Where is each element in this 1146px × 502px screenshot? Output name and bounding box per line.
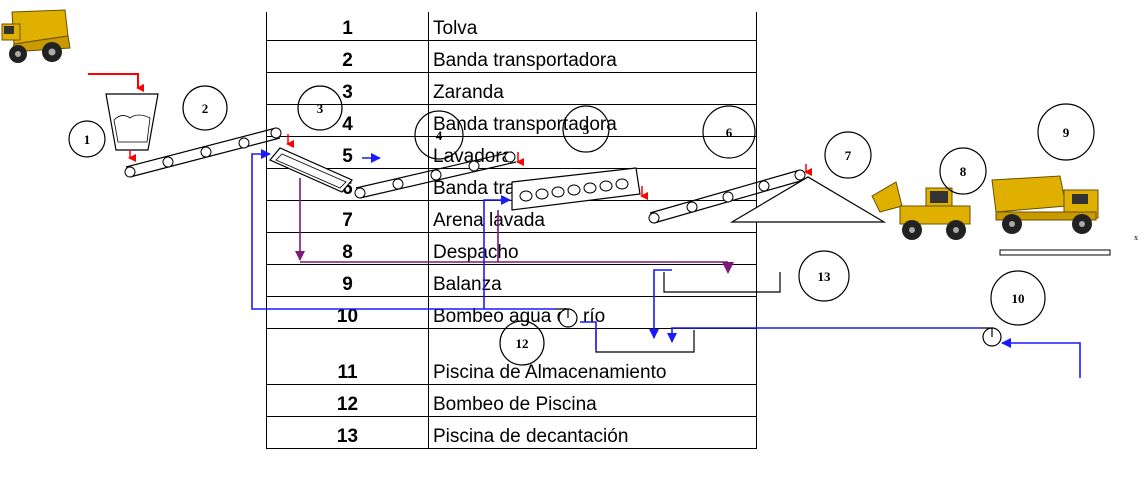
water-line bbox=[667, 327, 980, 343]
conveyor-belt bbox=[648, 169, 806, 224]
svg-text:1: 1 bbox=[84, 132, 91, 147]
legend-label: Piscina de Almacenamiento bbox=[428, 327, 757, 385]
callout-12: 12 bbox=[499, 320, 545, 366]
callout-5: 5 bbox=[562, 105, 610, 153]
svg-text:8: 8 bbox=[960, 164, 967, 179]
legend-number: 2 bbox=[266, 39, 429, 73]
dump-truck-icon bbox=[991, 175, 1099, 234]
settling-pond bbox=[663, 272, 781, 293]
legend-label: Piscina de decantación bbox=[428, 415, 757, 449]
legend-label: Banda transportadora bbox=[428, 103, 757, 137]
callout-10: 10 bbox=[990, 270, 1046, 326]
water-line bbox=[649, 269, 672, 339]
pump-icon bbox=[556, 308, 578, 328]
return-arrowhead bbox=[722, 262, 734, 274]
legend-row: 1 Tolva bbox=[266, 12, 757, 41]
legend-row: 9 Balanza bbox=[266, 263, 757, 297]
callout-7: 7 bbox=[824, 131, 872, 179]
conveyor-belt bbox=[354, 151, 517, 199]
legend-label: Tolva bbox=[428, 12, 757, 41]
conveyor-belt bbox=[124, 127, 282, 178]
svg-text:7: 7 bbox=[845, 148, 852, 163]
callout-4: 4 bbox=[414, 110, 464, 160]
svg-text:13: 13 bbox=[818, 269, 832, 284]
legend-row: 12 Bombeo de Piscina bbox=[266, 383, 757, 417]
callout-9: 9 bbox=[1037, 103, 1095, 161]
hopper-icon bbox=[105, 93, 159, 151]
legend-number: 13 bbox=[266, 415, 429, 449]
loader-icon bbox=[871, 181, 971, 240]
legend-number: 1 bbox=[266, 12, 429, 41]
dump-truck-icon bbox=[1, 9, 71, 63]
legend-number: 12 bbox=[266, 383, 429, 417]
callout-8: 8 bbox=[939, 147, 987, 195]
legend-row: 13 Piscina de decantación bbox=[266, 415, 757, 449]
water-line bbox=[580, 321, 597, 350]
legend-row: 2 Banda transportadora bbox=[266, 39, 757, 73]
legend-number: 9 bbox=[266, 263, 429, 297]
legend-row: 5 Lavadora bbox=[266, 135, 757, 169]
sand-pile bbox=[729, 176, 887, 223]
scale-platform bbox=[999, 249, 1111, 256]
legend-label: Balanza bbox=[428, 263, 757, 297]
svg-text:3: 3 bbox=[317, 101, 324, 116]
svg-text:6: 6 bbox=[726, 125, 733, 140]
legend-label: Banda transportadora bbox=[428, 39, 757, 73]
svg-text:10: 10 bbox=[1012, 291, 1025, 306]
material-arrow bbox=[88, 73, 144, 92]
svg-text:2: 2 bbox=[202, 101, 209, 116]
legend-row: 8 Despacho bbox=[266, 231, 757, 265]
legend-row: 11 Piscina de Almacenamiento bbox=[266, 327, 757, 385]
svg-text:5: 5 bbox=[583, 122, 590, 137]
callout-3: 3 bbox=[297, 85, 343, 131]
water-line bbox=[251, 149, 556, 310]
callout-1: 1 bbox=[68, 120, 106, 158]
legend-label: Despacho bbox=[428, 231, 757, 265]
svg-text:4: 4 bbox=[436, 128, 443, 143]
stray-mark: x bbox=[1134, 233, 1138, 242]
screen-icon bbox=[269, 147, 353, 193]
washer-icon bbox=[511, 167, 641, 211]
legend-row: 4 Banda transportadora bbox=[266, 103, 757, 137]
legend-label: Bombeo de Piscina bbox=[428, 383, 757, 417]
water-line bbox=[483, 195, 511, 309]
svg-text:9: 9 bbox=[1063, 125, 1070, 140]
storage-pond bbox=[595, 330, 695, 353]
svg-text:12: 12 bbox=[516, 336, 529, 351]
pump-icon bbox=[980, 327, 1002, 347]
callout-6: 6 bbox=[702, 105, 756, 159]
callout-13: 13 bbox=[798, 250, 850, 302]
callout-2: 2 bbox=[182, 85, 228, 131]
water-line bbox=[1001, 338, 1081, 378]
